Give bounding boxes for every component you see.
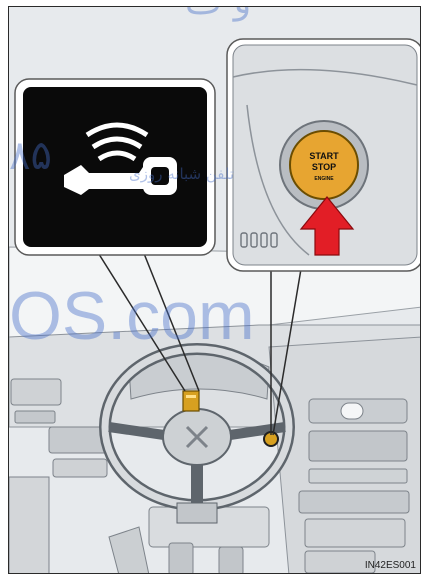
engine-label: ENGINE — [314, 176, 334, 182]
stop-label: STOP — [312, 162, 336, 172]
figure-code: IN42ES001 — [365, 560, 416, 571]
watermark-domain: OS.com — [9, 277, 255, 355]
watermark-text: و ف — [185, 6, 251, 22]
start-label: START — [309, 151, 339, 161]
watermark-digits: ۸۵ — [9, 133, 52, 179]
illustration-frame: START STOP ENGINE و ف ۸۵ تلفن شبانه روزی… — [8, 6, 421, 574]
watermark-phone: تلفن شبانه روزی — [129, 165, 234, 183]
key-fob-slot-indicator — [183, 391, 199, 411]
